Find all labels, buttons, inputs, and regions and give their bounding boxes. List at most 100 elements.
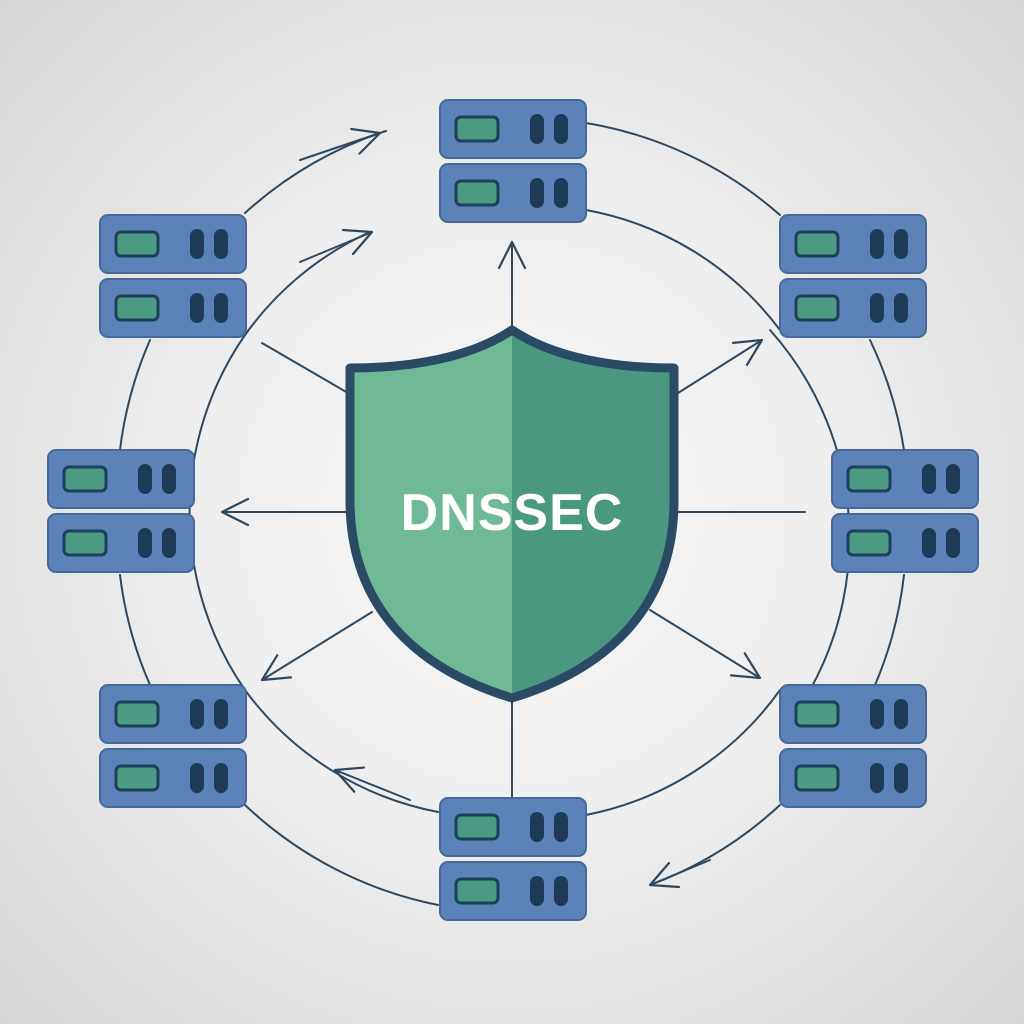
led-icon xyxy=(530,812,544,842)
led-icon xyxy=(530,178,544,208)
server-unit-body xyxy=(779,214,927,274)
led-icon xyxy=(870,293,884,323)
server-unit xyxy=(831,449,979,509)
server-unit xyxy=(99,278,247,338)
led-icon xyxy=(190,229,204,259)
ring-arrow-top-inner xyxy=(299,228,374,263)
led-icon xyxy=(138,464,152,494)
server-unit-body xyxy=(99,278,247,338)
server-unit xyxy=(439,861,587,921)
led-icon xyxy=(138,528,152,558)
ring-arrows xyxy=(299,127,711,889)
server-unit xyxy=(439,99,587,159)
ring-arrow-bottom-left xyxy=(333,766,411,801)
outer-ring-segment-right xyxy=(869,339,905,451)
status-display-icon xyxy=(454,115,500,143)
shield-spokes xyxy=(220,240,806,801)
server-unit-body xyxy=(47,449,195,509)
spoke-upper-left xyxy=(261,342,349,394)
ring-arrow-bottom-right xyxy=(648,859,711,889)
server-unit xyxy=(47,449,195,509)
server-unit-body xyxy=(831,513,979,573)
led-icon xyxy=(190,699,204,729)
led-icon xyxy=(190,763,204,793)
server-unit xyxy=(99,214,247,274)
inner-ring-bottom-right xyxy=(585,689,781,816)
server-unit-body xyxy=(779,748,927,808)
status-display-icon xyxy=(846,465,892,493)
server-unit-body xyxy=(831,449,979,509)
server-lower-right xyxy=(779,684,927,808)
outer-ring xyxy=(244,130,387,214)
network-rings xyxy=(119,122,905,906)
server-unit-body xyxy=(439,797,587,857)
server-left xyxy=(47,449,195,573)
shield-left-half xyxy=(350,330,512,698)
server-unit xyxy=(779,278,927,338)
outer-ring-segment-right-low xyxy=(874,574,905,686)
server-nodes xyxy=(47,99,979,921)
server-unit xyxy=(439,163,587,223)
status-display-icon xyxy=(846,529,892,557)
inner-ring-right xyxy=(769,329,851,691)
server-upper-right xyxy=(779,214,927,338)
status-display-icon xyxy=(114,230,160,258)
status-display-icon xyxy=(794,764,840,792)
status-display-icon xyxy=(62,529,108,557)
server-unit xyxy=(99,748,247,808)
server-lower-left xyxy=(99,684,247,808)
led-icon xyxy=(894,229,908,259)
spoke-lower-right xyxy=(649,609,762,680)
inner-ring-left xyxy=(188,334,246,691)
status-display-icon xyxy=(454,813,500,841)
led-icon xyxy=(554,114,568,144)
led-icon xyxy=(894,699,908,729)
led-icon xyxy=(214,763,228,793)
led-icon xyxy=(162,528,176,558)
led-icon xyxy=(190,293,204,323)
inner-ring-bottom-left xyxy=(244,689,439,813)
ring-arrow-top-outer xyxy=(299,127,382,161)
spoke-lower-left xyxy=(260,611,373,682)
status-display-icon xyxy=(454,877,500,905)
led-icon xyxy=(162,464,176,494)
led-icon xyxy=(922,528,936,558)
led-icon xyxy=(554,876,568,906)
led-icon xyxy=(870,229,884,259)
server-unit xyxy=(779,748,927,808)
led-icon xyxy=(870,699,884,729)
server-upper-left xyxy=(99,214,247,338)
server-unit xyxy=(831,513,979,573)
status-display-icon xyxy=(794,700,840,728)
led-icon xyxy=(530,876,544,906)
led-icon xyxy=(554,812,568,842)
status-display-icon xyxy=(794,294,840,322)
inner-ring-top-right xyxy=(585,209,781,331)
dnssec-shield-icon: DNSSEC xyxy=(345,325,679,703)
outer-ring-segment-left xyxy=(119,339,151,451)
status-display-icon xyxy=(114,700,160,728)
shield-right-half xyxy=(512,330,674,698)
server-unit-body xyxy=(99,214,247,274)
status-display-icon xyxy=(114,764,160,792)
server-unit xyxy=(99,684,247,744)
shield-label: DNSSEC xyxy=(401,484,624,542)
server-unit xyxy=(779,214,927,274)
status-display-icon xyxy=(114,294,160,322)
server-unit-body xyxy=(779,684,927,744)
led-icon xyxy=(946,464,960,494)
status-display-icon xyxy=(62,465,108,493)
status-display-icon xyxy=(794,230,840,258)
outer-ring-segment-right-bottom xyxy=(649,804,781,886)
server-bottom xyxy=(439,797,587,921)
server-right xyxy=(831,449,979,573)
server-unit-body xyxy=(439,99,587,159)
led-icon xyxy=(214,699,228,729)
led-icon xyxy=(530,114,544,144)
led-icon xyxy=(214,229,228,259)
server-unit-body xyxy=(99,748,247,808)
inner-ring-top xyxy=(244,231,371,336)
server-unit-body xyxy=(99,684,247,744)
server-top xyxy=(439,99,587,223)
